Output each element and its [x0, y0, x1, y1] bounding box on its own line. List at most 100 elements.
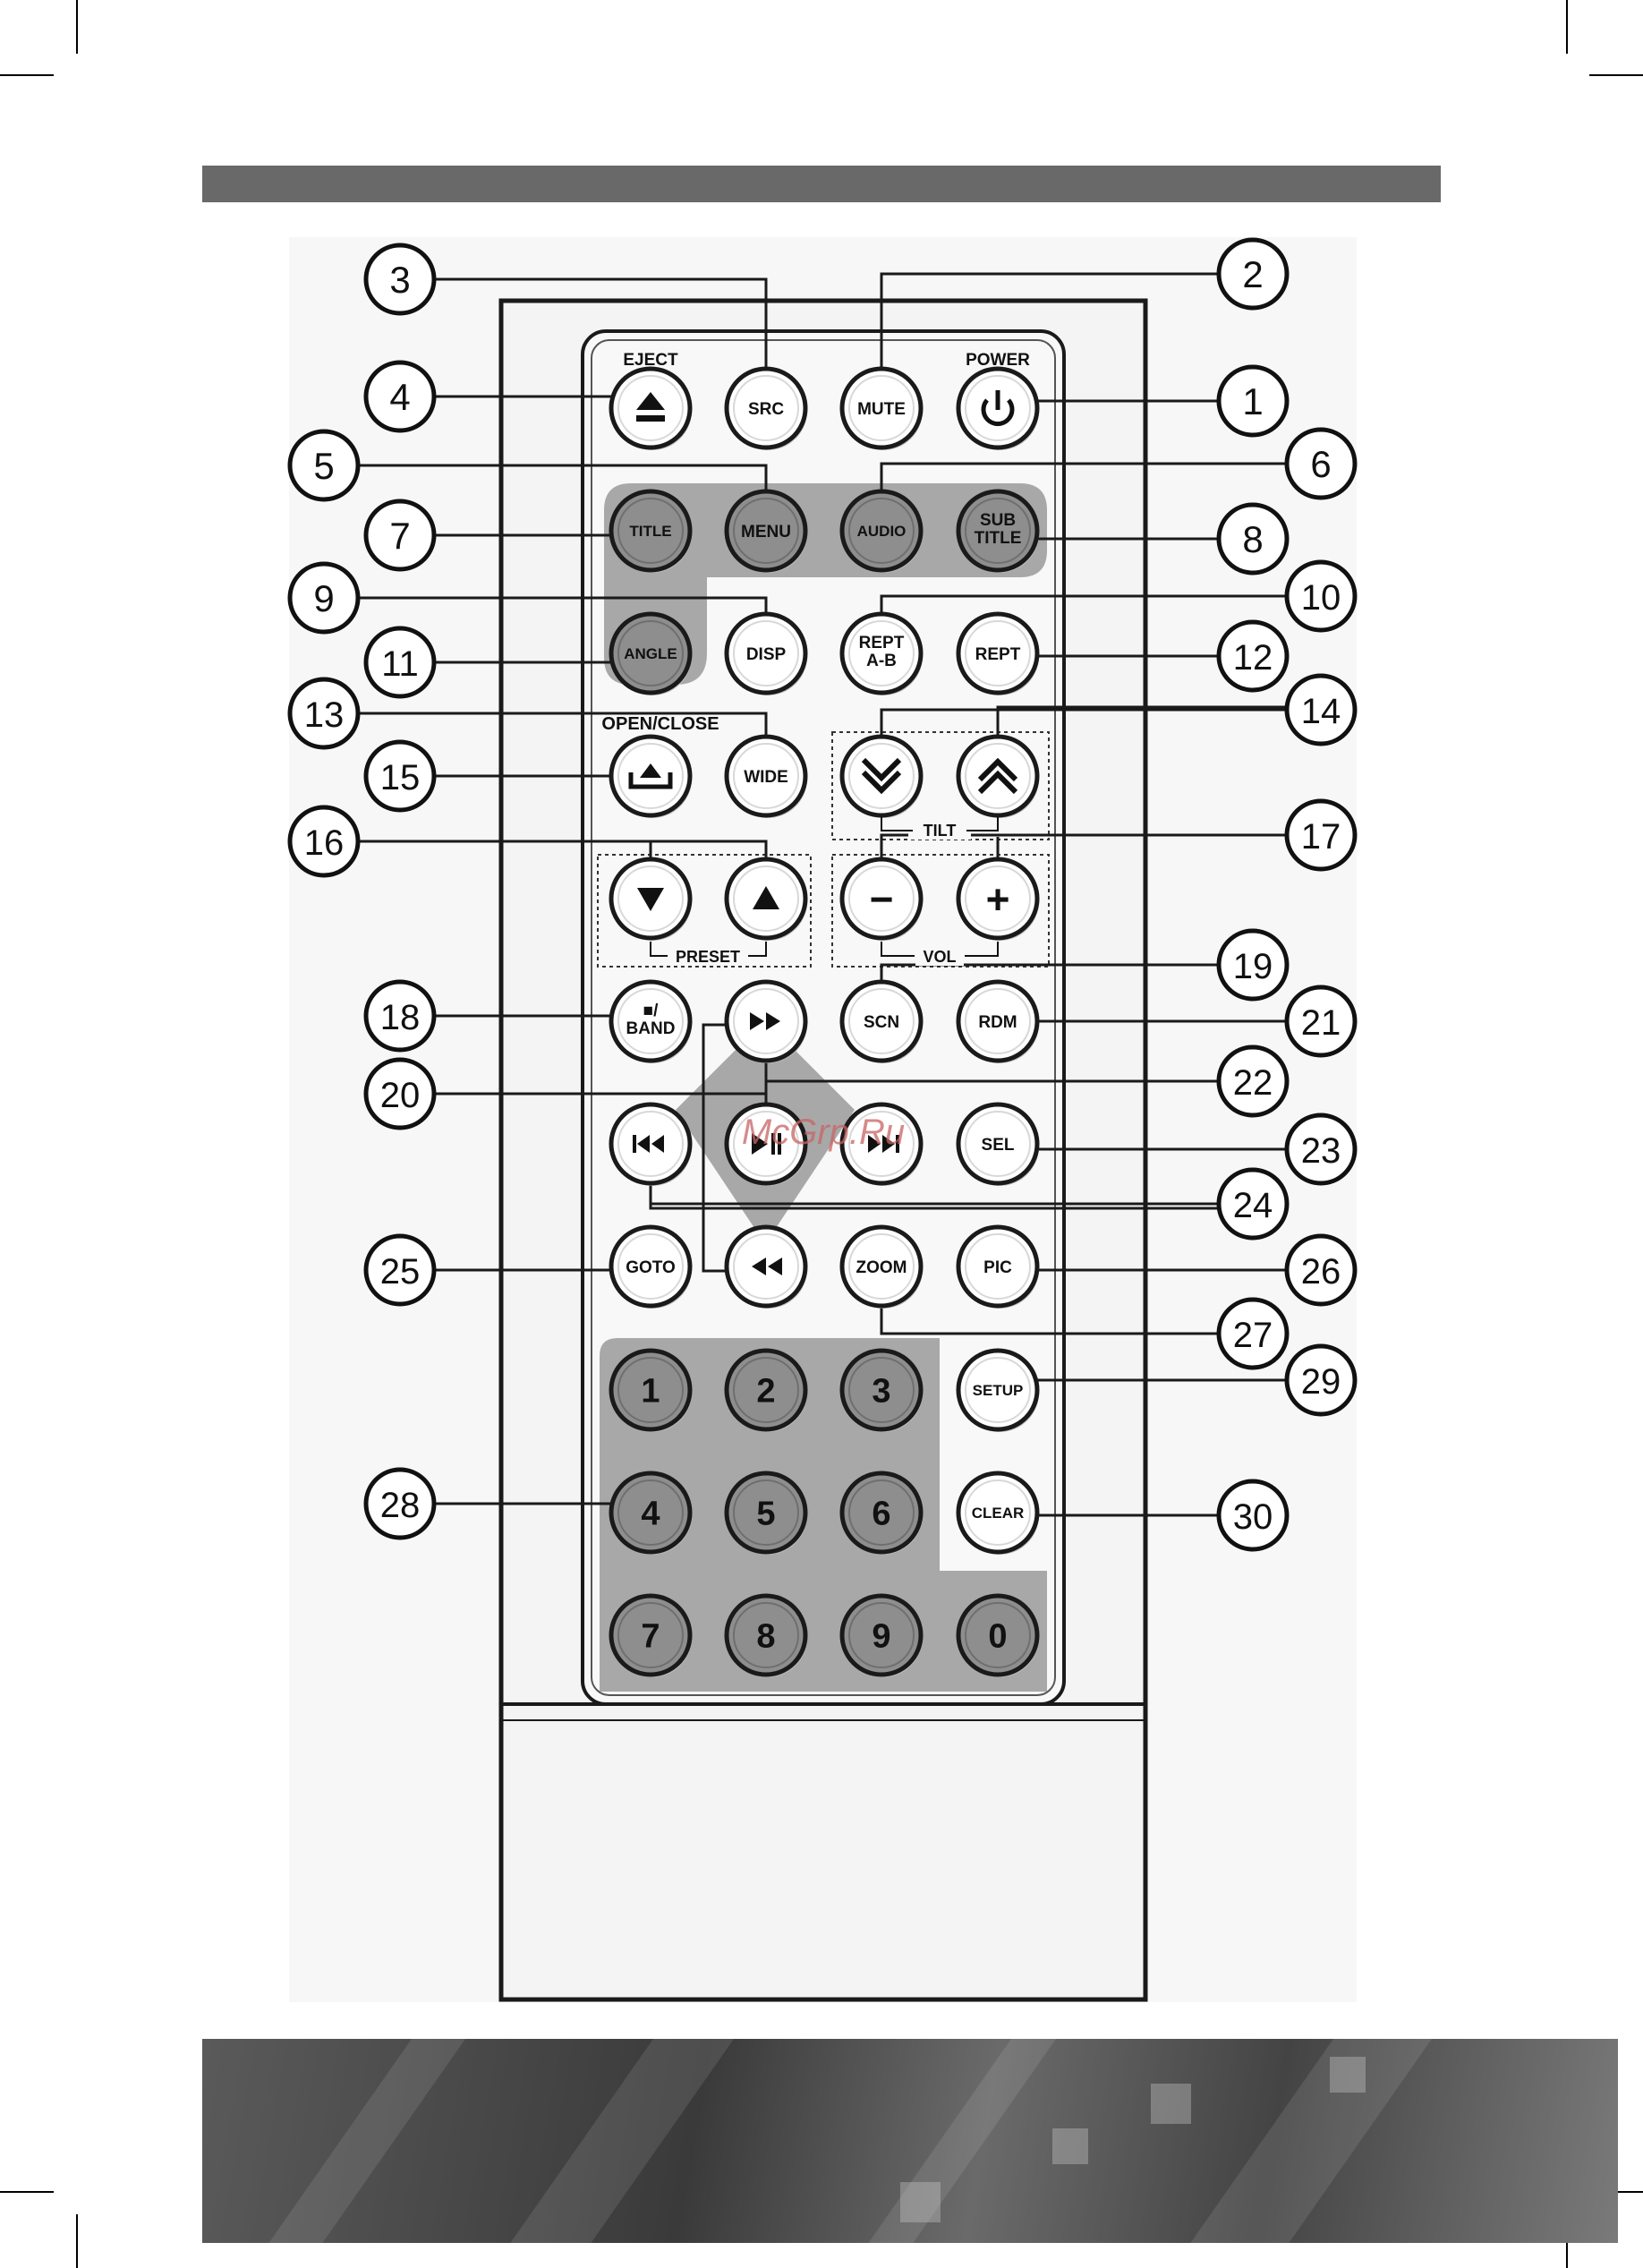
- digit-2-button[interactable]: 2: [727, 1351, 807, 1432]
- disp-button[interactable]: DISP: [727, 614, 807, 695]
- title-button[interactable]: TITLE: [611, 491, 692, 573]
- callout-number: 12: [1233, 638, 1273, 678]
- power-button[interactable]: [958, 369, 1039, 450]
- callout-29: 29: [1287, 1346, 1355, 1414]
- callout-number: 21: [1301, 1003, 1341, 1043]
- stop-band-button-label-line: ■/: [643, 1002, 659, 1020]
- audio-button-label: AUDIO: [857, 523, 907, 540]
- menu-button-label: MENU: [741, 523, 791, 541]
- banner-streak: [848, 2039, 1068, 2243]
- digit-8-button[interactable]: 8: [727, 1596, 807, 1677]
- callout-number: 30: [1233, 1497, 1273, 1537]
- callout-number: 3: [389, 259, 410, 301]
- rept-ab-button-label-line: A-B: [866, 652, 897, 670]
- callout-14: 14: [1287, 676, 1355, 744]
- pic-button[interactable]: PIC: [958, 1227, 1039, 1309]
- callout-28: 28: [366, 1470, 434, 1538]
- digit-6-button-label: 6: [872, 1496, 890, 1533]
- callout-7: 7: [366, 501, 434, 569]
- decorative-banner: [202, 2039, 1618, 2243]
- prev-button[interactable]: [611, 1104, 692, 1186]
- tilt-down-button[interactable]: [842, 737, 923, 818]
- callout-5: 5: [290, 431, 358, 499]
- preset-up-button[interactable]: [727, 859, 807, 941]
- src-button-label: SRC: [748, 400, 784, 419]
- digit-0-button[interactable]: 0: [958, 1596, 1039, 1677]
- callout-1: 1: [1219, 367, 1287, 435]
- banner-tile: [1330, 2057, 1366, 2093]
- goto-button-label: GOTO: [626, 1258, 676, 1277]
- angle-button[interactable]: ANGLE: [611, 614, 692, 695]
- digit-1-button[interactable]: 1: [611, 1351, 692, 1432]
- digit-0-button-label: 0: [988, 1618, 1007, 1656]
- eject-icon: [636, 415, 665, 422]
- zoom-button[interactable]: ZOOM: [842, 1227, 923, 1309]
- sel-button[interactable]: SEL: [958, 1104, 1039, 1186]
- callout-number: 17: [1301, 817, 1341, 857]
- callout-number: 1: [1242, 380, 1263, 422]
- tilt-label: TILT: [924, 822, 957, 840]
- digit-3-button[interactable]: 3: [842, 1351, 923, 1432]
- callout-18: 18: [366, 982, 434, 1050]
- wide-button[interactable]: WIDE: [727, 737, 807, 818]
- callout-19: 19: [1219, 931, 1287, 999]
- title-button-label: TITLE: [629, 523, 671, 540]
- callout-number: 8: [1242, 518, 1263, 560]
- callout-number: 25: [380, 1252, 421, 1292]
- preset-down-button[interactable]: [611, 859, 692, 941]
- vol-up-button[interactable]: +: [958, 859, 1039, 941]
- callout-number: 4: [389, 376, 410, 418]
- goto-button[interactable]: GOTO: [611, 1227, 692, 1309]
- callout-27: 27: [1219, 1300, 1287, 1368]
- clear-button[interactable]: CLEAR: [958, 1473, 1039, 1555]
- digit-4-button[interactable]: 4: [611, 1473, 692, 1555]
- callout-number: 26: [1301, 1252, 1341, 1292]
- rept-button[interactable]: REPT: [958, 614, 1039, 695]
- rept-ab-button-label-line: REPT: [859, 634, 905, 652]
- stop-band-button[interactable]: ■/BAND: [611, 982, 692, 1063]
- clear-button-label: CLEAR: [972, 1505, 1025, 1522]
- callout-number: 22: [1233, 1063, 1273, 1103]
- digit-9-button[interactable]: 9: [842, 1596, 923, 1677]
- digit-4-button-label: 4: [641, 1496, 660, 1533]
- audio-button[interactable]: AUDIO: [842, 491, 923, 573]
- callout-11: 11: [366, 628, 434, 696]
- digit-5-button[interactable]: 5: [727, 1473, 807, 1555]
- callout-number: 6: [1310, 443, 1331, 485]
- setup-button-label: SETUP: [973, 1382, 1024, 1399]
- callout-9: 9: [290, 564, 358, 632]
- callout-16: 16: [290, 807, 358, 875]
- tilt-up-button[interactable]: [958, 737, 1039, 818]
- mute-button-label: MUTE: [857, 400, 906, 419]
- zoom-button-label: ZOOM: [856, 1258, 907, 1277]
- digit-7-button[interactable]: 7: [611, 1596, 692, 1677]
- callout-number: 23: [1301, 1131, 1341, 1171]
- vol-up-button-label: +: [986, 876, 1010, 923]
- digit-3-button-label: 3: [872, 1373, 890, 1411]
- subtitle-button-label-line: SUB: [980, 511, 1016, 530]
- mute-button[interactable]: MUTE: [842, 369, 923, 450]
- eject-button[interactable]: [611, 369, 692, 450]
- rdm-button[interactable]: RDM: [958, 982, 1039, 1063]
- open-close-button[interactable]: [611, 737, 692, 818]
- digit-6-button[interactable]: 6: [842, 1473, 923, 1555]
- vol-down-button-label: −: [870, 876, 894, 923]
- vol-label: VOL: [923, 948, 956, 966]
- preset-label: PRESET: [676, 948, 740, 966]
- rewind-button[interactable]: [727, 1227, 807, 1309]
- setup-button[interactable]: SETUP: [958, 1351, 1039, 1432]
- scn-button[interactable]: SCN: [842, 982, 923, 1063]
- callout-8: 8: [1219, 505, 1287, 573]
- fast-forward-button[interactable]: [727, 982, 807, 1063]
- callout-number: 9: [313, 577, 334, 619]
- callout-26: 26: [1287, 1236, 1355, 1304]
- vol-down-button[interactable]: −: [842, 859, 923, 941]
- src-button[interactable]: SRC: [727, 369, 807, 450]
- banner-streak: [1171, 2039, 1444, 2243]
- menu-button[interactable]: MENU: [727, 491, 807, 573]
- prev-button-ring: [611, 1104, 690, 1183]
- sel-button-label: SEL: [982, 1136, 1015, 1155]
